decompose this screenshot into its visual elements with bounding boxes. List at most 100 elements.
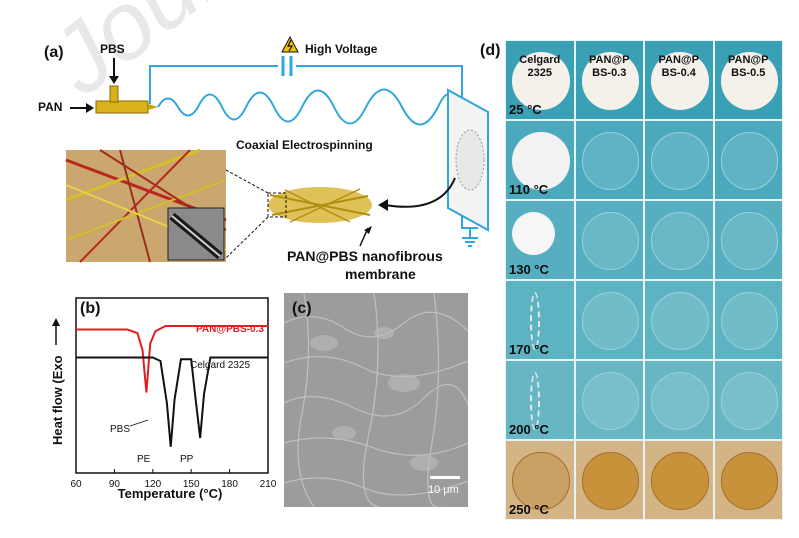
deposited-fibers xyxy=(455,129,485,191)
x-tick-label-1: 90 xyxy=(109,479,121,490)
sample-cell xyxy=(574,360,644,440)
membrane-sample xyxy=(530,292,541,350)
membrane-sample xyxy=(720,52,778,110)
zoom-line-top xyxy=(225,169,269,194)
column-header-line2: BS-0.3 xyxy=(592,67,627,79)
sample-cell xyxy=(505,120,575,200)
sample-cell xyxy=(574,40,644,120)
temperature-label: 25 °C xyxy=(509,102,542,117)
sem-texture xyxy=(284,293,468,507)
membrane-sample xyxy=(720,132,778,190)
x-tick-label-0: 60 xyxy=(70,479,82,490)
plot-frame xyxy=(75,297,269,474)
sample-cell xyxy=(644,40,714,120)
sample-cell xyxy=(713,440,783,520)
zoom-line-bottom xyxy=(225,216,269,259)
pbs-input-label: PBS xyxy=(100,42,125,56)
column-header-line1: PAN@P xyxy=(589,54,630,66)
sample-cell xyxy=(505,360,575,440)
sample-cell xyxy=(505,280,575,360)
membrane-sample xyxy=(720,372,778,430)
series-label-red: PAN@PBS-0.3 xyxy=(196,324,264,335)
membrane-sample xyxy=(581,452,639,510)
membrane-sample xyxy=(581,292,639,350)
needle-tip xyxy=(148,104,158,110)
membrane-label-line1: PAN@PBS nanofibrous xyxy=(287,248,443,264)
membrane-sample xyxy=(651,52,709,110)
membrane-sample xyxy=(720,212,778,270)
membrane-sample xyxy=(581,132,639,190)
membrane-sample xyxy=(512,452,570,510)
column-header-line2: 2325 xyxy=(527,67,552,79)
membrane-pointer-head xyxy=(364,226,372,234)
zoom-box xyxy=(267,192,287,218)
pan-input-label: PAN xyxy=(38,100,63,114)
membrane-sample xyxy=(581,52,639,110)
column-header-line1: PAN@P xyxy=(658,54,699,66)
membrane-sample xyxy=(581,212,639,270)
peak-label-pbs: PBS xyxy=(110,424,130,435)
sample-cell xyxy=(574,120,644,200)
fiber-micrograph xyxy=(65,148,227,263)
sample-cell xyxy=(713,280,783,360)
sample-cell xyxy=(644,120,714,200)
sample-cell xyxy=(644,360,714,440)
membrane-sample xyxy=(530,372,541,430)
pan-arrowhead xyxy=(86,103,94,113)
series-line-1 xyxy=(76,356,268,447)
sample-cell xyxy=(713,200,783,280)
column-header-line2: BS-0.5 xyxy=(731,67,766,79)
sem-image xyxy=(284,293,468,507)
spinneret xyxy=(95,100,149,114)
sample-cell xyxy=(644,200,714,280)
panel-c-label: (c) xyxy=(292,300,312,317)
sample-cell xyxy=(574,200,644,280)
membrane-sample xyxy=(651,452,709,510)
sample-cell xyxy=(644,280,714,360)
y-axis-label: Heat flow (Exo xyxy=(50,355,65,445)
sample-cell xyxy=(574,440,644,520)
electrospinning-schematic xyxy=(65,35,489,263)
membrane-sample xyxy=(581,372,639,430)
panel-b-label: (b) xyxy=(80,300,101,317)
sample-cell xyxy=(505,40,575,120)
membrane-sample xyxy=(512,212,556,256)
lightning-glyph xyxy=(287,39,294,52)
process-label: Coaxial Electrospinning xyxy=(236,138,373,152)
y-axis-arrowhead xyxy=(52,318,60,326)
peak-leader-pbs xyxy=(129,419,149,427)
sample-cell xyxy=(713,360,783,440)
temperature-label: 170 °C xyxy=(509,342,549,357)
sample-cell xyxy=(574,280,644,360)
fiber-jet xyxy=(157,88,457,126)
membrane-label-line2: membrane xyxy=(345,266,416,282)
temperature-label: 200 °C xyxy=(509,422,549,437)
membrane-sample xyxy=(720,452,778,510)
series-line-0 xyxy=(76,325,268,393)
series-layer xyxy=(76,325,268,447)
membrane-sample xyxy=(651,132,709,190)
panel-a-label: (a) xyxy=(44,44,64,61)
high-voltage-label: High Voltage xyxy=(305,42,378,56)
column-header-line1: PAN@P xyxy=(728,54,769,66)
coaxial-inlet xyxy=(109,85,119,103)
scale-bar xyxy=(430,476,460,479)
column-header-line2: BS-0.4 xyxy=(661,67,696,79)
curved-arrow xyxy=(384,177,456,208)
x-tick-label-2: 120 xyxy=(144,479,161,490)
peak-label-pp: PP xyxy=(180,454,194,465)
curved-arrowhead xyxy=(378,199,388,211)
column-header-line1: Celgard xyxy=(519,54,561,66)
membrane-sample xyxy=(651,212,709,270)
sample-cell xyxy=(713,120,783,200)
x-tick-label-5: 210 xyxy=(260,479,277,490)
membrane-sample xyxy=(512,52,570,110)
high-voltage-icon xyxy=(281,35,299,53)
sample-cell xyxy=(713,40,783,120)
